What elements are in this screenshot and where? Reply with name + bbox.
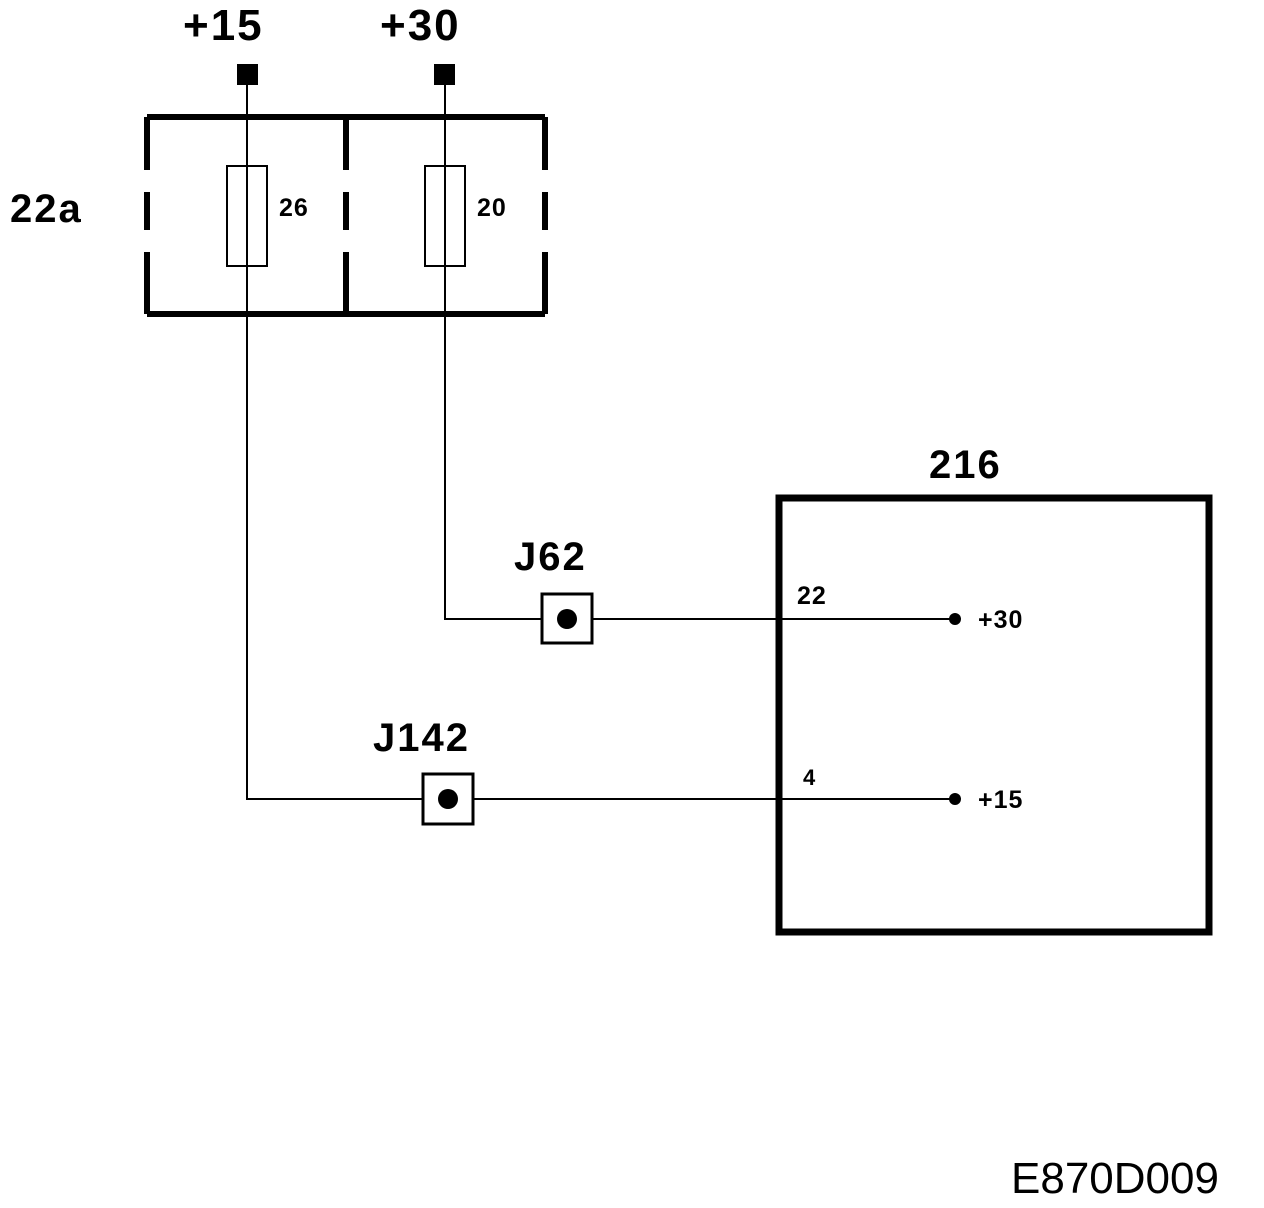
- pin-upper-number: 22: [797, 582, 827, 610]
- module-box: [775, 494, 1213, 936]
- wire-30: [444, 85, 955, 620]
- terminal-30-square: [434, 64, 455, 85]
- terminal-15-label: +15: [183, 1, 264, 50]
- pin-upper-dot: [949, 613, 961, 625]
- pin-lower-dot: [949, 793, 961, 805]
- pin-lower-number: 4: [803, 765, 816, 790]
- fuse-right-number: 20: [477, 194, 507, 222]
- pin-upper-signal: +30: [978, 606, 1023, 634]
- module-label: 216: [929, 443, 1002, 487]
- connector-j142-dot: [438, 789, 458, 809]
- fuse-box-label: 22a: [10, 187, 83, 231]
- pin-lower-signal: +15: [978, 786, 1023, 814]
- wires: [246, 85, 955, 800]
- terminal-30-label: +30: [380, 1, 461, 50]
- terminal-15-square: [237, 64, 258, 85]
- fuse-left-number: 26: [279, 194, 309, 222]
- fuse-box: [144, 114, 548, 317]
- drawing-code: E870D009: [1011, 1154, 1219, 1203]
- connector-j62-dot: [557, 609, 577, 629]
- connector-j142-label: J142: [373, 716, 470, 760]
- wire-15: [246, 85, 955, 800]
- connector-j62-label: J62: [514, 535, 587, 579]
